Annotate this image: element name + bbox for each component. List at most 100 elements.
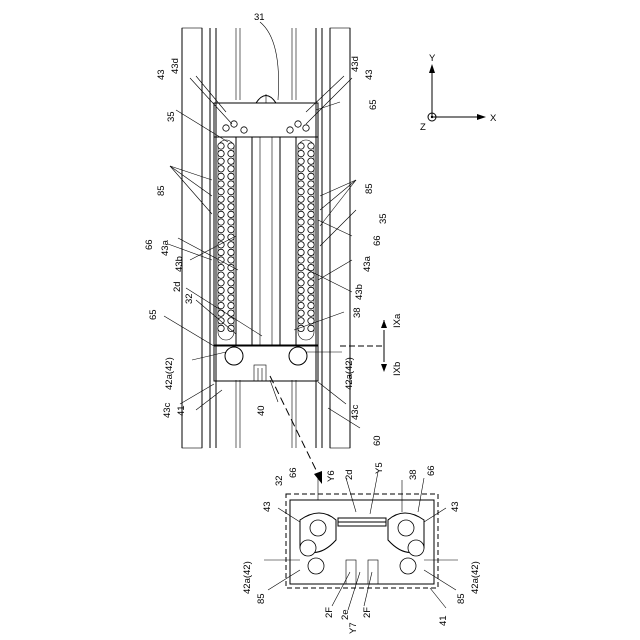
ball xyxy=(308,287,314,293)
ball xyxy=(298,188,304,194)
detail-label-Y6: Y6 xyxy=(326,470,337,482)
ball xyxy=(308,204,314,210)
ball xyxy=(308,257,314,263)
ball xyxy=(298,166,304,172)
ball xyxy=(298,219,304,225)
ball xyxy=(308,272,314,278)
ball xyxy=(241,127,247,133)
ball xyxy=(308,295,314,301)
ball xyxy=(298,226,304,232)
label-43d-right: 43d xyxy=(350,56,361,72)
ball xyxy=(408,540,424,556)
label-66-left: 66 xyxy=(144,239,155,250)
ball xyxy=(228,310,234,316)
detail-label-85-right: 85 xyxy=(456,593,467,604)
ball xyxy=(228,158,234,164)
ball xyxy=(223,125,229,131)
ball xyxy=(218,166,224,172)
ball xyxy=(298,280,304,286)
label-IXb: IXb xyxy=(392,362,403,376)
ball xyxy=(298,196,304,202)
detail-label-2d: 2d xyxy=(344,469,355,480)
ball xyxy=(218,234,224,240)
ball xyxy=(218,302,224,308)
ball xyxy=(228,143,234,149)
ball xyxy=(298,150,304,156)
ball xyxy=(298,173,304,179)
ball xyxy=(308,181,314,187)
ball xyxy=(298,242,304,248)
label-35-right: 35 xyxy=(378,213,389,224)
ball xyxy=(308,310,314,316)
ball xyxy=(228,166,234,172)
ball xyxy=(218,143,224,149)
ball xyxy=(308,196,314,202)
ball xyxy=(218,188,224,194)
ball xyxy=(308,150,314,156)
ball xyxy=(298,234,304,240)
ball xyxy=(228,242,234,248)
axes-indicator: Y X Z xyxy=(420,53,497,133)
ball xyxy=(218,310,224,316)
ball xyxy=(298,272,304,278)
label-85-left: 85 xyxy=(156,185,167,196)
ball xyxy=(400,558,416,574)
axis-z-label: Z xyxy=(420,122,426,133)
ball xyxy=(228,181,234,187)
ball-chain xyxy=(218,121,314,332)
label-43c-left: 43c xyxy=(162,402,173,418)
ball xyxy=(308,558,324,574)
detail-label-2F-left: 2F xyxy=(324,607,335,618)
ball xyxy=(218,295,224,301)
ball xyxy=(228,249,234,255)
ball xyxy=(228,318,234,324)
ball xyxy=(228,295,234,301)
ball xyxy=(298,264,304,270)
ball xyxy=(218,226,224,232)
ball xyxy=(398,520,414,536)
label-60: 60 xyxy=(372,435,383,446)
detail-label-66-right: 66 xyxy=(426,465,437,476)
ball xyxy=(228,173,234,179)
label-65-top-right: 65 xyxy=(368,99,379,110)
ball xyxy=(228,204,234,210)
detail-view xyxy=(286,494,438,588)
ball xyxy=(218,287,224,293)
detail-label-66-left: 66 xyxy=(288,467,299,478)
ball xyxy=(228,325,234,331)
ball xyxy=(308,280,314,286)
axis-x-label: X xyxy=(490,113,497,124)
label-43c-right: 43c xyxy=(350,404,361,420)
ball xyxy=(298,310,304,316)
label-2d: 2d xyxy=(172,281,183,292)
label-38: 38 xyxy=(352,307,363,318)
ball xyxy=(298,158,304,164)
ball xyxy=(295,121,301,127)
ball xyxy=(298,318,304,324)
ball xyxy=(310,520,326,536)
ball xyxy=(308,211,314,217)
label-43b-right: 43b xyxy=(354,284,365,300)
ball xyxy=(218,249,224,255)
ball xyxy=(228,219,234,225)
ball xyxy=(218,181,224,187)
ball xyxy=(298,257,304,263)
detail-label-2F-right: 2F xyxy=(362,607,373,618)
ball xyxy=(218,211,224,217)
ball xyxy=(218,219,224,225)
ball xyxy=(298,287,304,293)
ball xyxy=(298,211,304,217)
ball xyxy=(308,302,314,308)
ball xyxy=(308,173,314,179)
ball xyxy=(298,204,304,210)
ball xyxy=(308,226,314,232)
ball xyxy=(228,211,234,217)
label-31: 31 xyxy=(254,12,265,23)
ball xyxy=(228,280,234,286)
ball xyxy=(218,196,224,202)
ball xyxy=(308,325,314,331)
ball xyxy=(218,150,224,156)
ball xyxy=(228,188,234,194)
ball xyxy=(228,226,234,232)
